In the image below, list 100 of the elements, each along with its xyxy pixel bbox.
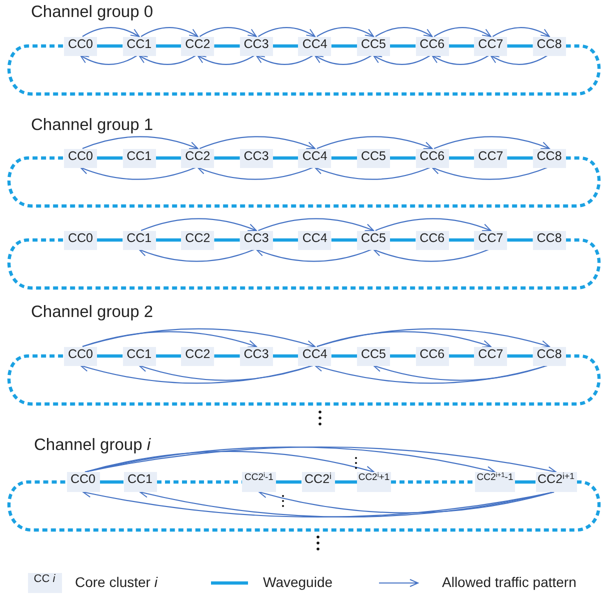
core-cluster-box: CC7 <box>474 230 508 250</box>
group-heading: Channel group 1 <box>31 116 154 135</box>
traffic-arrow <box>314 55 372 65</box>
core-cluster-box: CC8 <box>532 36 566 56</box>
waveguide-line <box>97 238 123 242</box>
core-cluster-box: CC8 <box>532 148 566 168</box>
core-cluster-box: CC5 <box>357 230 390 250</box>
waveguide-line <box>276 480 302 484</box>
group-heading: Channel group 0 <box>31 3 154 22</box>
core-cluster-box: CC2$^{i}$ <box>302 472 334 492</box>
core-cluster-box: CC4 <box>298 148 332 168</box>
waveguide-line <box>156 354 182 358</box>
core-cluster-box: CC0 <box>64 230 97 250</box>
waveguide-line <box>97 156 123 160</box>
core-cluster-box: CC8 <box>532 230 566 250</box>
core-cluster-box: CC5 <box>357 346 390 366</box>
traffic-arrow <box>200 136 316 150</box>
waveguide-line <box>100 480 124 484</box>
core-cluster-box: CC3 <box>240 36 273 56</box>
traffic-arrow <box>138 248 254 262</box>
group-heading: Channel group 2 <box>31 303 154 322</box>
waveguide-line <box>331 156 357 160</box>
waveguide-line <box>7 238 600 290</box>
traffic-arrow <box>197 166 314 180</box>
waveguide-line <box>8 480 601 532</box>
core-cluster-box: CC0 <box>64 346 97 366</box>
traffic-arrow <box>256 248 372 262</box>
core-cluster-box: CC1 <box>122 230 156 250</box>
core-cluster-box: CC i <box>28 572 62 592</box>
traffic-arrow <box>316 328 550 348</box>
waveguide-line <box>7 354 600 406</box>
traffic-arrow <box>432 166 548 180</box>
core-cluster-box: CC7 <box>474 36 508 56</box>
traffic-arrow <box>138 364 314 381</box>
waveguide-line <box>214 354 240 358</box>
waveguide-line <box>97 354 123 358</box>
traffic-arrow <box>84 450 374 474</box>
core-cluster-box: CC3 <box>240 346 273 366</box>
waveguide-line <box>156 238 182 242</box>
core-cluster-box: CC2$^{i}$-1 <box>242 472 276 492</box>
traffic-arrow <box>316 136 433 150</box>
traffic-arrow <box>199 27 257 37</box>
waveguide-line <box>507 354 533 358</box>
traffic-arrow <box>490 55 548 65</box>
traffic-arrow <box>492 27 550 37</box>
core-cluster-box: CC3 <box>240 230 273 250</box>
waveguide-line <box>156 156 182 160</box>
waveguide-line <box>448 156 474 160</box>
waveguide-line <box>272 156 298 160</box>
waveguide-line <box>272 44 298 48</box>
traffic-arrow <box>82 136 198 150</box>
core-cluster-box: CC2 <box>181 346 214 366</box>
waveguide-line <box>331 354 357 358</box>
waveguide-line <box>390 156 416 160</box>
traffic-arrow <box>373 248 489 262</box>
traffic-arrow <box>375 218 492 232</box>
core-cluster-box: CC8 <box>532 346 566 366</box>
waveguide-line <box>272 354 298 358</box>
core-cluster-box: CC0 <box>64 36 97 56</box>
traffic-arrow <box>316 27 374 37</box>
core-cluster-box: CC6 <box>416 346 449 366</box>
core-cluster-box: CC1 <box>122 36 156 56</box>
waveguide-line <box>97 44 123 48</box>
waveguide-line <box>331 238 357 242</box>
traffic-arrow <box>434 27 492 37</box>
waveguide-line <box>156 44 182 48</box>
traffic-arrow <box>82 328 316 348</box>
core-cluster-box: CC5 <box>357 148 390 168</box>
traffic-arrow <box>375 27 433 37</box>
legend-label: Allowed traffic pattern <box>442 574 576 590</box>
traffic-arrow <box>80 55 138 65</box>
core-cluster-box: CC2$^{i+1}$ <box>536 472 576 492</box>
core-cluster-box: CC2 <box>181 36 214 56</box>
waveguide-line <box>334 480 357 484</box>
core-cluster-box: CC6 <box>416 36 449 56</box>
traffic-arrow <box>82 27 140 37</box>
waveguide-line <box>515 480 536 484</box>
waveguide-line <box>7 44 600 96</box>
waveguide-line <box>507 156 533 160</box>
traffic-arrow <box>258 490 554 514</box>
core-cluster-box: CC7 <box>474 148 508 168</box>
core-cluster-box: CC1 <box>124 472 156 492</box>
legend-label: Waveguide <box>263 574 333 590</box>
waveguide-line <box>448 44 474 48</box>
core-cluster-box: CC2$^{i}$+1 <box>357 472 391 492</box>
core-cluster-box: CC2 <box>181 148 214 168</box>
core-cluster-box: CC2$^{i+1}$-1 <box>475 472 515 492</box>
traffic-arrow <box>138 55 196 65</box>
core-cluster-box: CC4 <box>298 346 332 366</box>
legend-label: Core cluster i <box>75 574 158 590</box>
waveguide-line <box>214 156 240 160</box>
group-heading: Channel group i <box>34 436 151 455</box>
core-cluster-box: CC7 <box>474 346 508 366</box>
traffic-arrow <box>80 166 196 180</box>
traffic-arrow <box>258 218 374 232</box>
core-cluster-box: CC4 <box>298 36 332 56</box>
waveguide-line <box>507 238 533 242</box>
waveguide-line <box>272 238 298 242</box>
traffic-arrow <box>140 27 198 37</box>
core-cluster-box: CC6 <box>416 230 449 250</box>
